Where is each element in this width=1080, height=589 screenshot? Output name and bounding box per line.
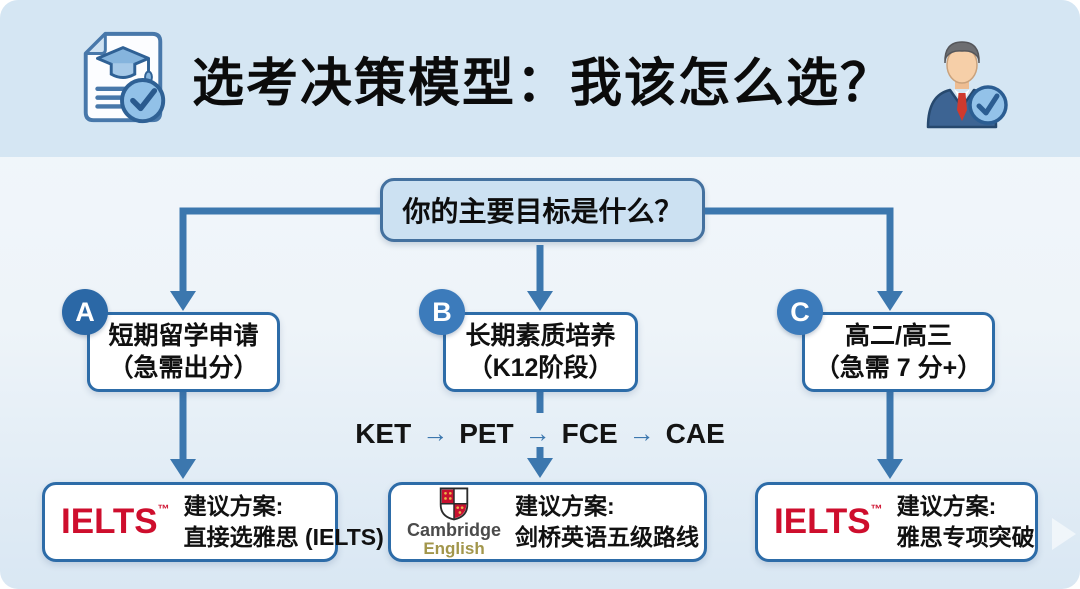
ielts-logo: IELTS™ <box>774 502 883 541</box>
branch-box-b: 长期素质培养 （K12阶段） <box>443 312 638 392</box>
arrowhead-into-rec-c <box>877 459 903 479</box>
header: 选考决策模型：我该怎么选？ <box>0 0 1080 157</box>
seq-arrow-icon: → <box>524 417 551 448</box>
decision-box: 你的主要目标是什么？ <box>380 178 705 242</box>
branch-box-c: 高二/高三 （急需 7 分+） <box>802 312 995 392</box>
arrowhead-into-branch-a <box>170 291 196 311</box>
badge-a: A <box>62 289 108 335</box>
badge-b: B <box>419 289 465 335</box>
seq-arrow-icon: → <box>422 417 449 448</box>
seq-cae: CAE <box>665 418 725 449</box>
branch-b-line1: 长期素质培养 <box>465 321 616 350</box>
cambridge-logo-text: Cambridge <box>407 519 502 540</box>
arrowhead-into-branch-b <box>527 291 553 311</box>
trademark-symbol: ™ <box>870 502 883 516</box>
rec-a-line1: 建议方案: <box>183 492 284 519</box>
seq-pet: PET <box>459 418 514 449</box>
document-check-icon <box>83 31 166 123</box>
trademark-symbol: ™ <box>157 502 170 516</box>
rec-b-line1: 建议方案: <box>515 492 615 519</box>
cambridge-shield-icon <box>439 487 469 521</box>
cambridge-level-sequence: KET → PET → FCE → CAE <box>350 415 730 453</box>
seq-arrow-icon: → <box>628 417 655 448</box>
badge-c: C <box>777 289 823 335</box>
recommendation-box-b: Cambridge English 建议方案: 剑桥英语五级路线 <box>388 482 707 562</box>
branch-box-a: 短期留学申请 （急需出分） <box>87 312 280 392</box>
arrowhead-into-rec-b <box>527 458 553 478</box>
page-title: 选考决策模型：我该怎么选？ <box>191 55 894 113</box>
watermark-chevron-icon <box>1052 518 1076 550</box>
cambridge-logo-english-text: English <box>423 538 485 558</box>
connector-left-elbow <box>179 207 380 292</box>
seq-fce: FCE <box>561 418 618 449</box>
rec-c-line2: 雅思专项突破 <box>896 524 1035 550</box>
recommendation-box-a: IELTS™ 建议方案: 直接选雅思 (IELTS) <box>42 482 384 562</box>
rec-b-line2: 剑桥英语五级路线 <box>515 524 700 550</box>
arrowhead-into-rec-a <box>170 459 196 479</box>
rec-a-line2: 直接选雅思 (IELTS) <box>183 524 384 550</box>
seq-ket: KET <box>355 418 412 449</box>
cambridge-english-logo: Cambridge English <box>407 487 501 558</box>
connector-right-elbow <box>705 207 894 292</box>
arrowhead-into-branch-c <box>877 291 903 311</box>
ielts-logo: IELTS™ <box>61 502 170 541</box>
branch-a-line1: 短期留学申请 <box>108 321 259 350</box>
decision-label: 你的主要目标是什么？ <box>402 196 683 227</box>
branch-c-line2: （急需 7 分+） <box>814 354 983 382</box>
advisor-avatar-icon <box>926 40 1008 128</box>
branch-a-line2: （急需出分） <box>108 354 259 382</box>
branch-c-line1: 高二/高三 <box>845 321 952 350</box>
branch-b-line2: （K12阶段） <box>467 354 614 382</box>
recommendation-box-c: IELTS™ 建议方案: 雅思专项突破 <box>755 482 1038 562</box>
rec-c-line1: 建议方案: <box>896 492 997 519</box>
